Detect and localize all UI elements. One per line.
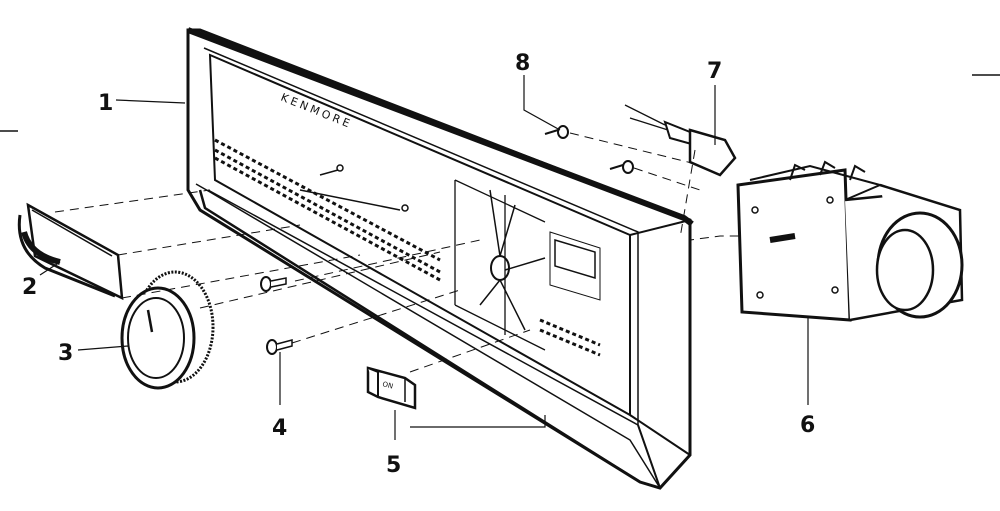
on-switch: [366, 366, 417, 410]
console-panel: [186, 27, 694, 490]
callout-2: 2: [22, 275, 37, 300]
leader-lines: [39, 75, 809, 440]
callout-8: 8: [515, 51, 530, 76]
timer-assembly: [736, 160, 964, 322]
callout-3: 3: [58, 341, 73, 366]
callout-1: 1: [98, 91, 113, 116]
screw-top: [544, 125, 569, 139]
screw-right: [609, 160, 634, 174]
callout-6: 6: [800, 413, 815, 438]
callout-7: 7: [707, 59, 722, 84]
wire-connector: [624, 104, 737, 177]
screw-lower: [266, 339, 293, 355]
handle-part: [17, 202, 124, 301]
callout-4: 4: [272, 416, 287, 441]
screw-upper: [260, 276, 287, 292]
callout-5: 5: [386, 453, 401, 478]
timer-knob: [120, 270, 215, 390]
switch-label: ON: [381, 380, 393, 391]
assembly-guides: [54, 132, 740, 373]
